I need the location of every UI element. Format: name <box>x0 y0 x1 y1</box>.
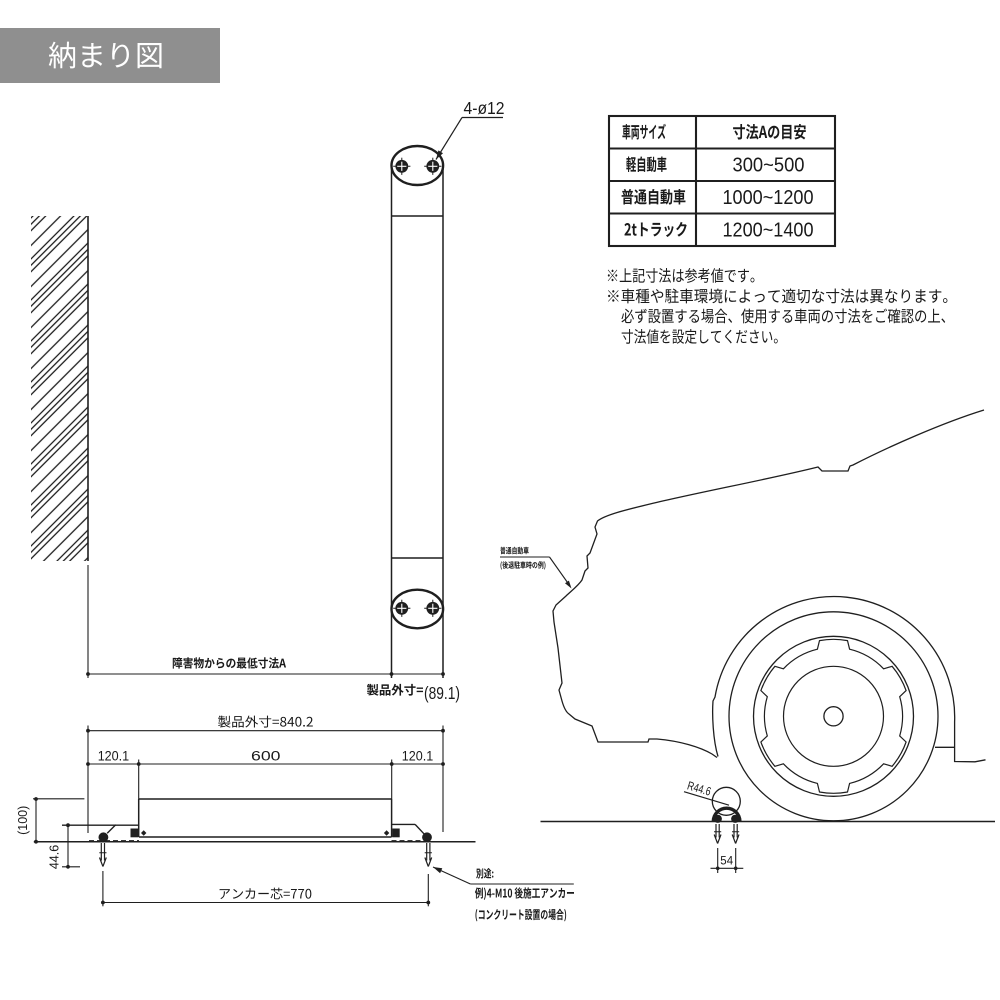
svg-text:44.6: 44.6 <box>48 845 62 869</box>
svg-text:600: 600 <box>251 749 281 764</box>
svg-text:R44.6: R44.6 <box>686 778 713 798</box>
svg-text:(100): (100) <box>16 806 30 835</box>
svg-text:(89.1): (89.1) <box>424 683 460 703</box>
svg-text:300~500: 300~500 <box>733 155 805 177</box>
svg-text:4-ø12: 4-ø12 <box>464 98 505 118</box>
svg-text:120.1: 120.1 <box>402 749 434 764</box>
svg-text:1200~1400: 1200~1400 <box>723 220 814 242</box>
svg-text:120.1: 120.1 <box>98 749 130 764</box>
svg-text:54: 54 <box>720 856 733 868</box>
svg-text:1000~1200: 1000~1200 <box>723 187 814 209</box>
